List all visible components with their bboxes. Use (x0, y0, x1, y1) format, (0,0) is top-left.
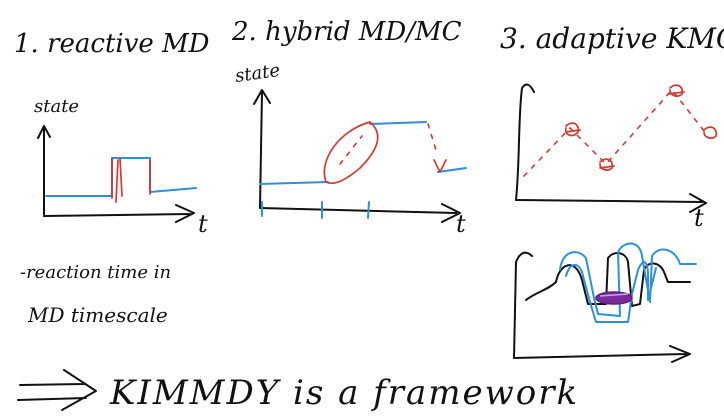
panel3-plot: t (515, 83, 718, 232)
landscape-y-axis (513, 251, 533, 359)
panel2-plot: state t (234, 60, 467, 238)
note-line-1: -reaction time in (20, 262, 171, 283)
panel3-state-marker-4 (703, 126, 718, 139)
panel2-mc-jump (323, 121, 379, 185)
panel3-title: 3. adaptive KMC (500, 22, 724, 55)
conclusion: KIMMDY is a framework (17, 369, 579, 413)
landscape-path-inner (565, 261, 657, 323)
implies-arrow-icon (17, 369, 97, 411)
panel3-state-marker-2 (599, 158, 615, 171)
panel2-y-label: state (234, 60, 282, 87)
panel3-x-label: t (694, 204, 704, 232)
panel1-x-label: t (198, 210, 208, 238)
panel1-plot: state t (34, 96, 208, 238)
panel2-x-label: t (456, 210, 466, 238)
purple-highlight (599, 293, 629, 297)
panel2-x-axis (259, 203, 461, 223)
panel1-y-label: state (34, 96, 79, 117)
panel2-state-line (259, 121, 467, 185)
panel1-reaction-jump (111, 157, 151, 203)
panel1-x-axis (43, 204, 195, 223)
panel1-title: 1. reactive MD (14, 29, 210, 59)
panel2-y-axis (253, 89, 271, 209)
panel3-x-axis (515, 193, 707, 213)
panel2-time-ticks (261, 201, 370, 219)
energy-landscape (513, 242, 697, 363)
landscape-x-axis (513, 345, 691, 363)
panel2-drop-arrow (433, 159, 447, 173)
note-line-2: MD timescale (27, 303, 168, 327)
panel2-title: 2. hybrid MD/MC (231, 17, 462, 47)
panel2-mc-dashes (339, 123, 437, 165)
panel3-state-marker-3 (667, 84, 685, 97)
conclusion-text: KIMMDY is a framework (109, 373, 579, 413)
landscape-path-outer (559, 242, 697, 317)
panel3-y-axis (515, 83, 535, 201)
panel1-y-axis (37, 125, 51, 217)
panel3-kmc-path (523, 88, 709, 177)
panel3-state-marker-1 (564, 122, 581, 137)
panel1-state-line (45, 157, 197, 197)
